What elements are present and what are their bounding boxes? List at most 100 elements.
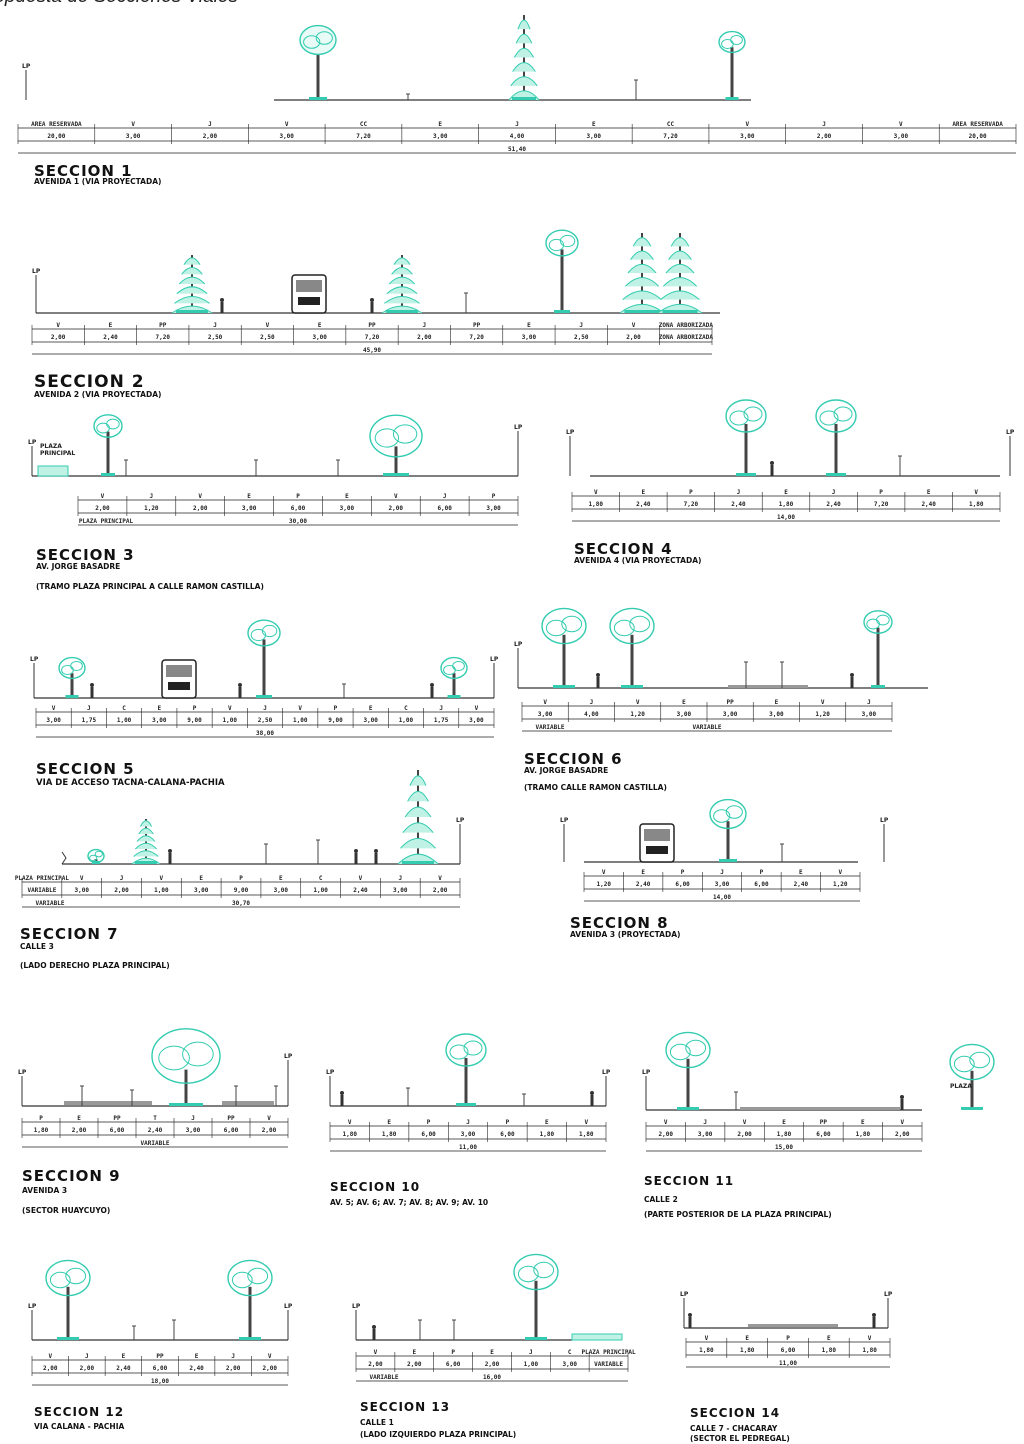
dimension-code: J: [439, 705, 443, 712]
dimension-code: E: [369, 705, 373, 712]
pedestrian-icon: [596, 673, 600, 688]
total-dimension-value: 38,00: [256, 730, 274, 737]
dimension-value: 7,20: [356, 133, 371, 140]
dimension-value: 2,00: [262, 1365, 277, 1372]
dimension-code: V: [543, 699, 547, 706]
dimension-value: 2,50: [260, 334, 275, 341]
section-11-title: SECCION 11: [644, 1174, 735, 1188]
section-3-line-2: (TRAMO PLAZA PRINCIPAL A CALLE RAMON CAS…: [36, 582, 264, 591]
dimension-code: J: [150, 493, 154, 500]
dimension-value: 1,80: [822, 1347, 837, 1354]
total-dimension-value: 14,00: [713, 894, 731, 901]
dimension-code: J: [208, 121, 212, 128]
dimension-code: J: [422, 322, 426, 329]
dimension-value: 1,80: [862, 1347, 877, 1354]
dimension-code: E: [345, 493, 349, 500]
tree-icon: [718, 30, 746, 100]
property-line-label: LP: [28, 1303, 37, 1310]
section-svg: LPLPPLAZAPRINCIPALV2,00J1,20V2,00E3,00P6…: [28, 414, 523, 526]
dimension-value: 3,00: [312, 334, 327, 341]
plaza-label: PRINCIPAL: [40, 450, 75, 457]
dimension-value: 7,20: [663, 133, 678, 140]
dimension-value: 2,40: [148, 1127, 163, 1134]
dimension-value: 3,00: [126, 133, 141, 140]
dimension-value: 2,00: [262, 1127, 277, 1134]
tree-icon: [299, 24, 337, 100]
dimension-code: P: [786, 1335, 790, 1342]
dimension-value: 3,00: [46, 717, 61, 724]
property-line-label: LP: [880, 817, 889, 824]
dimension-value: 3,00: [522, 334, 537, 341]
dimension-value: 3,00: [152, 717, 167, 724]
dimension-code: V: [52, 705, 56, 712]
light-pole-icon: [342, 683, 346, 698]
dimension-code: CC: [667, 121, 675, 128]
light-pole-icon: [734, 1091, 738, 1110]
dimension-code: J: [703, 1119, 707, 1126]
dimension-value: 7,20: [156, 334, 171, 341]
pedestrian-icon: [872, 1313, 876, 1328]
plaza-label: PLAZA: [950, 1083, 972, 1090]
dimension-code: V: [266, 322, 270, 329]
section-7-title: SECCION 7: [20, 925, 119, 943]
light-pole-icon: [234, 1085, 238, 1106]
light-pole-icon: [264, 843, 268, 864]
dimension-value: 1,00: [117, 717, 132, 724]
dimension-code: V: [636, 699, 640, 706]
dimension-value: 2,00: [114, 887, 129, 894]
dimension-code: E: [927, 489, 931, 496]
dimension-code: J: [191, 1115, 195, 1122]
dimension-value: 1,80: [856, 1131, 871, 1138]
dimension-code: J: [213, 322, 217, 329]
dimension-value: 3,00: [698, 1131, 713, 1138]
tree-icon: [863, 610, 893, 688]
dimension-value: 6,00: [291, 505, 306, 512]
dimension-code: V: [632, 322, 636, 329]
dimension-value: 6,00: [224, 1127, 239, 1134]
tree-icon: [725, 399, 767, 476]
dimension-code: E: [77, 1115, 81, 1122]
section-14-line-2: (SECTOR EL PEDREGAL): [690, 1434, 790, 1443]
pedestrian-icon: [220, 298, 224, 313]
dimension-code: V: [160, 875, 164, 882]
dimension-code: E: [545, 1119, 549, 1126]
dimension-code: J: [87, 705, 91, 712]
dimension-value: 3,00: [538, 711, 553, 718]
dimension-value: 1,80: [34, 1127, 49, 1134]
dimension-value: 2,00: [626, 334, 641, 341]
dimension-value: 2,40: [731, 501, 746, 508]
dimension-value: 3,00: [340, 505, 355, 512]
dimension-value: 3,00: [433, 133, 448, 140]
dimension-value: 7,20: [684, 501, 699, 508]
dimension-value: 3,00: [715, 881, 730, 888]
section-6-title: SECCION 6: [524, 750, 623, 768]
dimension-code: J: [85, 1353, 89, 1360]
pedestrian-icon: [354, 849, 358, 864]
tree-icon: [949, 1043, 995, 1110]
median-icon: [728, 685, 808, 688]
section-14-line-1: CALLE 7 - CHACARAY: [690, 1424, 778, 1433]
dimension-code: PP: [227, 1115, 235, 1122]
property-line-label: LP: [566, 429, 575, 436]
dimension-code: E: [827, 1335, 831, 1342]
dimension-value: 1,00: [223, 717, 238, 724]
dimension-value: 2,40: [116, 1365, 131, 1372]
dimension-value: VARIABLE: [27, 887, 56, 894]
light-pole-icon: [132, 1325, 136, 1340]
dimension-value: 2,00: [737, 1131, 752, 1138]
pedestrian-icon: [370, 298, 374, 313]
light-pole-icon: [274, 1085, 278, 1106]
dimension-value: 2,00: [193, 505, 208, 512]
dimension-value: 3,00: [469, 717, 484, 724]
total-dimension-value: VARIABLE: [693, 724, 722, 731]
section-6-line-2: (TRAMO CALLE RAMON CASTILLA): [524, 783, 667, 792]
section-11-line-1: CALLE 2: [644, 1195, 678, 1204]
property-line-label: LP: [28, 439, 37, 446]
dimension-code: V: [285, 121, 289, 128]
dimension-code: PP: [820, 1119, 828, 1126]
dimension-value: 2,00: [72, 1127, 87, 1134]
